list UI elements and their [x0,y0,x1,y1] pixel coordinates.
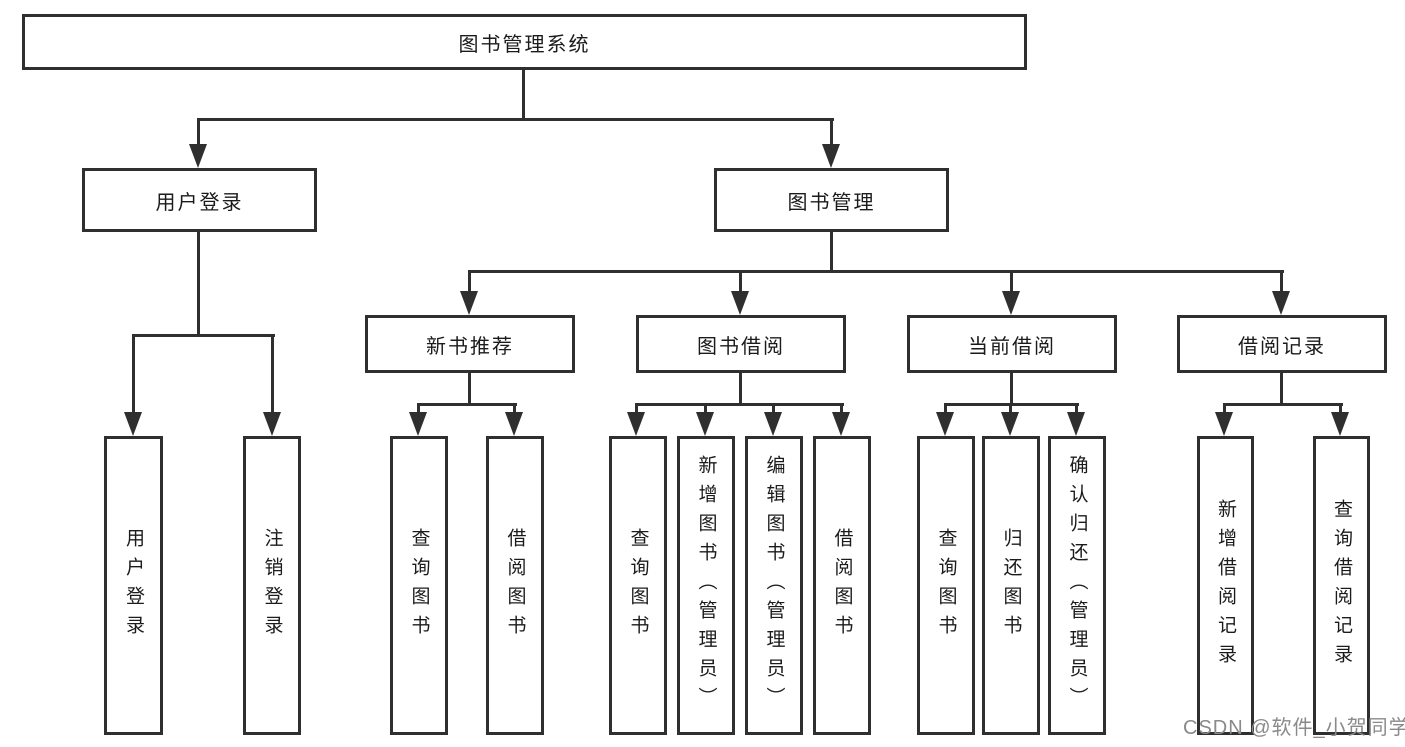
node-confirm-return-admin-label: 确认归还（管理员） [1066,455,1088,716]
connector-line [132,334,135,413]
node-add-books-admin: 新增图书（管理员） [677,436,735,735]
node-book-borrowing: 图书借阅 [636,315,846,373]
connector-line [635,403,638,414]
node-current-borrowing-label: 当前借阅 [968,335,1056,358]
connector-line [197,232,200,335]
node-query-borrow-record: 查询借阅记录 [1313,436,1370,735]
arrowhead-down-icon [832,412,850,436]
connector-line [840,403,843,414]
arrowhead-down-icon [696,412,714,436]
arrowhead-down-icon [124,412,142,436]
connector-line [1010,373,1013,404]
node-new-book-recommend: 新书推荐 [365,315,575,373]
connector-line [635,403,844,406]
node-root: 图书管理系统 [22,14,1027,70]
arrowhead-down-icon [189,144,207,168]
connector-line [772,403,775,414]
connector-line [468,373,471,404]
node-return-books: 归还图书 [982,436,1040,735]
connector-line [1223,403,1343,406]
connector-line [1010,270,1013,292]
connector-line [468,270,471,292]
node-borrow-books-1-label: 借阅图书 [504,527,526,644]
node-borrow-books-2-label: 借阅图书 [831,527,853,644]
connector-line [944,403,947,414]
connector-line [739,270,742,292]
node-query-books-2: 查询图书 [609,436,667,735]
arrowhead-down-icon [263,412,281,436]
node-borrowing-records-label: 借阅记录 [1238,335,1326,358]
arrowhead-down-icon [1272,291,1290,315]
node-query-borrow-record-label: 查询借阅记录 [1331,498,1352,673]
connector-line [513,403,516,414]
node-user-login-action-label: 用户登录 [123,527,144,644]
node-book-borrowing-label: 图书借阅 [697,335,785,358]
node-edit-books-admin: 编辑图书（管理员） [745,436,803,735]
connector-line [704,403,707,414]
node-logout-action: 注销登录 [243,436,301,735]
arrowhead-down-icon [1215,412,1233,436]
connector-line [522,70,525,119]
watermark: CSDN @软件_小贺同学 [1183,717,1405,739]
node-new-book-recommend-label: 新书推荐 [426,335,514,358]
node-query-books-1-label: 查询图书 [408,527,430,644]
arrowhead-down-icon [731,291,749,315]
arrowhead-down-icon [1002,291,1020,315]
connector-line [417,403,517,406]
node-borrow-books-1: 借阅图书 [486,436,544,735]
connector-line [468,270,1284,273]
node-book-management-label: 图书管理 [787,191,876,214]
connector-line [417,403,420,414]
connector-line [271,334,274,413]
connector-line [132,334,275,337]
connector-line [830,118,833,146]
connector-line [1009,403,1012,414]
node-user-login-action: 用户登录 [104,436,163,735]
arrowhead-down-icon [409,412,427,436]
arrowhead-down-icon [936,412,954,436]
node-logout-action-label: 注销登录 [261,527,283,644]
connector-line [197,118,834,121]
node-borrow-books-2: 借阅图书 [813,436,871,735]
arrowhead-down-icon [1001,412,1019,436]
connector-line [197,118,200,146]
connector-line [1223,403,1226,414]
connector-line [1075,403,1078,414]
node-query-books-3: 查询图书 [917,436,975,735]
node-edit-books-admin-label: 编辑图书（管理员） [763,455,785,716]
arrowhead-down-icon [764,412,782,436]
node-query-books-3-label: 查询图书 [935,527,957,644]
arrowhead-down-icon [460,291,478,315]
arrowhead-down-icon [822,144,840,168]
node-query-books-2-label: 查询图书 [627,527,649,644]
arrowhead-down-icon [1067,412,1085,436]
node-add-borrow-record-label: 新增借阅记录 [1215,498,1236,673]
connector-line [830,232,833,271]
node-confirm-return-admin: 确认归还（管理员） [1048,436,1106,735]
node-add-borrow-record: 新增借阅记录 [1197,436,1254,735]
connector-line [1280,373,1283,404]
arrowhead-down-icon [1331,412,1349,436]
arrowhead-down-icon [627,412,645,436]
connector-line [1339,403,1342,414]
node-query-books-1: 查询图书 [390,436,448,735]
connector-line [1280,270,1283,292]
arrowhead-down-icon [505,412,523,436]
node-add-books-admin-label: 新增图书（管理员） [695,455,717,716]
node-user-login-label: 用户登录 [155,191,244,214]
node-book-management: 图书管理 [714,168,949,232]
node-current-borrowing: 当前借阅 [907,315,1117,373]
connector-line [739,373,742,404]
node-return-books-label: 归还图书 [1000,527,1022,644]
node-root-label: 图书管理系统 [458,33,591,56]
node-user-login: 用户登录 [82,168,317,232]
node-borrowing-records: 借阅记录 [1177,315,1387,373]
